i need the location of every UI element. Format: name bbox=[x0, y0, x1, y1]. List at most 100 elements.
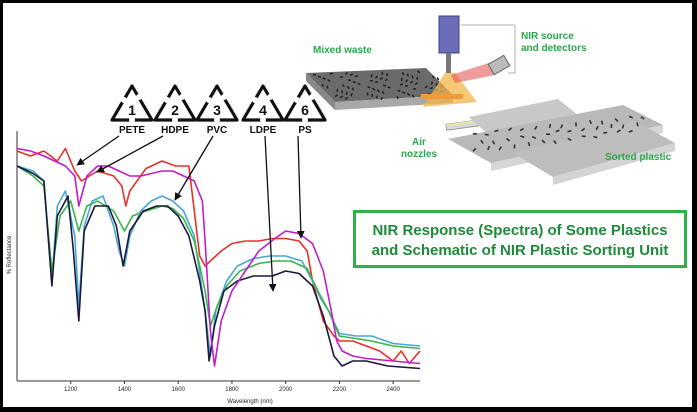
sorted-flake bbox=[520, 135, 525, 138]
waste-flake bbox=[322, 77, 326, 80]
resin-code-label: PVC bbox=[207, 125, 228, 136]
waste-flake bbox=[376, 89, 380, 93]
resin-code-number: 1 bbox=[128, 102, 136, 118]
sorted-flake bbox=[614, 118, 619, 123]
waste-flake bbox=[375, 95, 378, 99]
sorted-flake bbox=[567, 137, 572, 142]
x-tick-label: 1200 bbox=[64, 387, 78, 393]
waste-flake bbox=[412, 88, 416, 90]
recycle-arrow-gap bbox=[302, 117, 308, 123]
x-tick-label: 1600 bbox=[172, 387, 186, 393]
waste-flake bbox=[406, 92, 411, 96]
sorted-flake bbox=[560, 124, 564, 129]
sorted-flake bbox=[473, 133, 477, 135]
sorted-flake bbox=[480, 139, 484, 144]
waste-flake bbox=[352, 80, 356, 84]
recycle-arrow-gap bbox=[206, 97, 212, 103]
waste-flake bbox=[404, 84, 408, 87]
y-axis-label: % Reflectance bbox=[7, 235, 13, 274]
waste-flake bbox=[341, 90, 343, 94]
waste-flake bbox=[430, 81, 433, 85]
sorted-flake bbox=[484, 133, 489, 136]
waste-flake bbox=[401, 71, 405, 76]
waste-flake bbox=[354, 74, 359, 78]
waste-flake bbox=[351, 87, 355, 91]
spectrum-line-4 bbox=[16, 165, 421, 370]
arrow-pete bbox=[76, 135, 120, 166]
waste-flake bbox=[317, 75, 321, 78]
waste-flake bbox=[396, 95, 399, 100]
pointer-arrows bbox=[76, 135, 305, 292]
recycle-arrow-gap bbox=[309, 94, 315, 100]
x-tick-label: 2400 bbox=[386, 387, 400, 393]
sorted-flake bbox=[593, 135, 598, 139]
resin-code-label: PETE bbox=[119, 125, 145, 136]
x-axis-label: Wavelength (nm) bbox=[227, 399, 272, 405]
recycle-arrow-gap bbox=[179, 94, 185, 100]
mixed-waste-label: Mixed waste bbox=[313, 45, 372, 56]
spectrum-line-2 bbox=[16, 165, 421, 357]
waste-flake bbox=[381, 90, 385, 95]
sorted-belt-3-front bbox=[553, 143, 675, 185]
detector-box bbox=[438, 15, 460, 54]
air-nozzles-label-line2: nozzles bbox=[401, 149, 438, 160]
recycle-arrow-gap bbox=[136, 94, 142, 100]
sorted-flake bbox=[531, 135, 537, 140]
sorted-flake bbox=[546, 133, 551, 136]
mixed-belt-side bbox=[306, 73, 335, 110]
waste-flake bbox=[334, 94, 338, 98]
waste-flake bbox=[400, 77, 403, 82]
waste-flake bbox=[327, 78, 331, 82]
series-group bbox=[16, 147, 421, 370]
sorted-flake bbox=[628, 129, 633, 133]
sorted-flake bbox=[553, 140, 557, 145]
arrow-ps bbox=[296, 135, 305, 239]
sorted-flake bbox=[505, 137, 511, 142]
resin-code-label: LDPE bbox=[250, 125, 277, 136]
resin-code-number: 6 bbox=[301, 102, 309, 118]
waste-flake bbox=[345, 91, 348, 95]
resin-code-number: 3 bbox=[213, 102, 221, 118]
sorted-flake bbox=[472, 147, 477, 152]
sorted-flake bbox=[575, 122, 577, 127]
waste-flake bbox=[367, 85, 371, 89]
sorted-flake bbox=[555, 129, 560, 133]
waste-flake bbox=[424, 85, 428, 89]
recycle-arrow-gap bbox=[221, 94, 227, 100]
x-tick-label: 1400 bbox=[118, 387, 132, 393]
sorted-belt-1-top bbox=[469, 99, 583, 139]
sorted-belt-2-top bbox=[448, 105, 663, 163]
scan-strip bbox=[421, 94, 463, 99]
waste-flake bbox=[384, 78, 389, 82]
arrow-pvc bbox=[174, 135, 214, 201]
sorted-flake bbox=[533, 125, 538, 130]
waste-flake bbox=[341, 84, 346, 88]
sorted-flake bbox=[588, 119, 593, 125]
nir-source-label-line2: and detectors bbox=[521, 43, 587, 54]
sorted-flake bbox=[498, 146, 502, 151]
caption-line-1: NIR Response (Spectra) of Some Plastics bbox=[372, 222, 668, 239]
caption-box: NIR Response (Spectra) of Some Plastics … bbox=[353, 210, 687, 268]
waste-flake bbox=[344, 71, 348, 75]
reflection-beam bbox=[451, 61, 495, 83]
sorted-flake bbox=[628, 115, 634, 119]
sorted-flake bbox=[600, 120, 604, 125]
recycle-arrow-gap bbox=[121, 97, 127, 103]
sorted-flake bbox=[491, 140, 496, 145]
waste-flake bbox=[349, 73, 354, 77]
sorted-flake bbox=[519, 127, 524, 132]
sorted-flake bbox=[487, 145, 490, 151]
waste-flake bbox=[370, 74, 373, 78]
waste-flake bbox=[374, 81, 379, 83]
waste-flake bbox=[371, 93, 373, 97]
waste-flake bbox=[436, 77, 440, 81]
resin-code-number: 4 bbox=[259, 102, 267, 118]
waste-flake bbox=[369, 79, 373, 82]
nir-source-lamp bbox=[487, 54, 511, 76]
waste-flake bbox=[431, 75, 435, 79]
waste-flake bbox=[406, 73, 410, 77]
